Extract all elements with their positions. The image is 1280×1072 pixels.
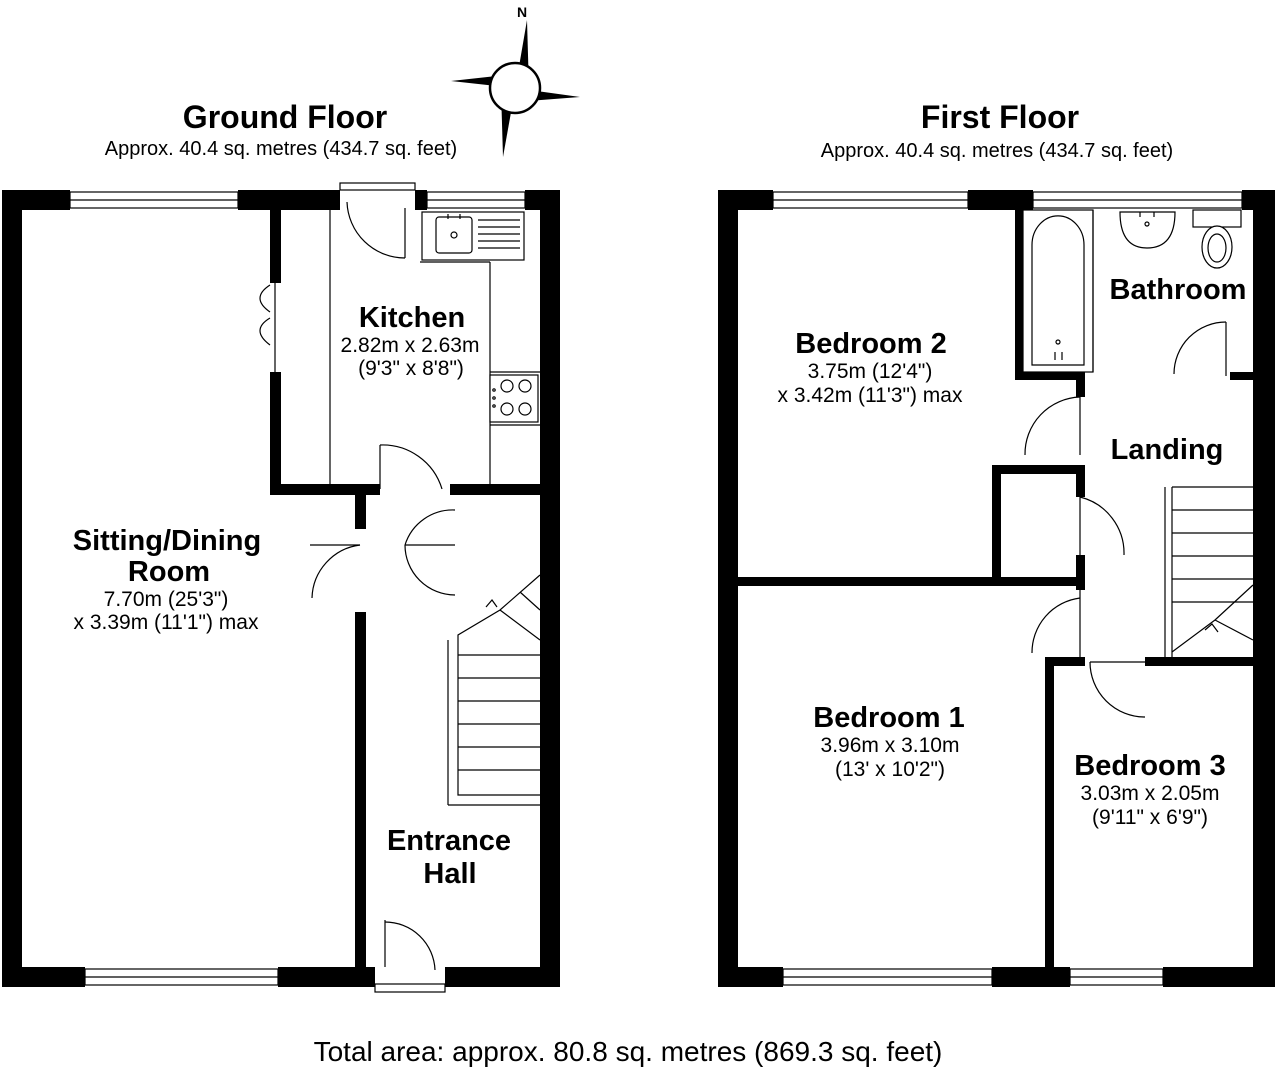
compass-north-label: N xyxy=(517,4,527,20)
kitchen-hob xyxy=(489,374,539,423)
bedroom-1-dimension-line1: 3.96m x 3.10m xyxy=(821,734,960,757)
bedroom-3-dimension-line2: (9'11" x 6'9") xyxy=(1092,806,1208,829)
sitting-room-name-line2: Room xyxy=(128,556,210,588)
kitchen-sink xyxy=(421,211,525,261)
kitchen-units xyxy=(329,210,540,484)
kitchen-dimension-line1: 2.82m x 2.63m xyxy=(341,334,480,357)
entrance-hall-name-line1: Entrance xyxy=(387,825,511,857)
bedroom-3-name: Bedroom 3 xyxy=(1074,750,1225,782)
bedroom-1-name: Bedroom 1 xyxy=(813,702,964,734)
sitting-room-door xyxy=(310,544,361,599)
airing-cupboard-door xyxy=(1079,496,1125,556)
staircase xyxy=(447,574,541,806)
compass-rose: N xyxy=(451,4,580,157)
bedroom-2-name: Bedroom 2 xyxy=(795,328,946,360)
sitting-room-dimension-line1: 7.70m (25'3") xyxy=(104,588,229,611)
bathroom-name: Bathroom xyxy=(1110,274,1247,306)
landing-name: Landing xyxy=(1111,434,1224,466)
bedroom-1-dimension-line2: (13' x 10'2") xyxy=(835,758,945,781)
kitchen-name: Kitchen xyxy=(359,302,465,334)
toilet xyxy=(1192,209,1242,269)
bedroom-2-dimension-line1: 3.75m (12'4") xyxy=(808,360,933,383)
total-area: Total area: approx. 80.8 sq. metres (869… xyxy=(314,1036,943,1067)
ground-floor-plan: Sitting/Dining Room 7.70m (25'3") x 3.39… xyxy=(2,182,560,993)
ground-floor-title: Ground Floor xyxy=(183,99,387,135)
bathroom-basin xyxy=(1092,210,1176,372)
kitchen-back-door xyxy=(339,182,416,259)
bedroom-2-door xyxy=(1024,396,1081,456)
kitchen-door xyxy=(379,444,443,490)
entrance-hall-name-line2: Hall xyxy=(423,858,476,890)
bedroom-3-dimension-line1: 3.03m x 2.05m xyxy=(1081,782,1220,805)
first-floor-title: First Floor xyxy=(921,99,1079,135)
sitting-room-dimension-line2: x 3.39m (11'1") max xyxy=(74,611,259,634)
ground-floor-area: Approx. 40.4 sq. metres (434.7 sq. feet) xyxy=(105,138,457,160)
kitchen-dimension-line2: (9'3" x 8'8") xyxy=(358,357,464,380)
landing-staircase xyxy=(1164,486,1254,657)
front-door xyxy=(374,920,446,993)
bathroom-door xyxy=(1173,321,1227,376)
internal-double-door xyxy=(259,283,276,372)
first-floor-plan: Bedroom 2 3.75m (12'4") x 3.42m (11'3") … xyxy=(718,190,1275,987)
bedroom-1-door xyxy=(1031,590,1081,657)
bedroom-3-door xyxy=(1089,661,1146,718)
cupboard-door xyxy=(404,509,456,596)
sitting-room-name-line1: Sitting/Dining xyxy=(73,525,261,557)
first-floor-area: Approx. 40.4 sq. metres (434.7 sq. feet) xyxy=(821,140,1173,162)
bathtub xyxy=(1022,209,1094,373)
bedroom-2-dimension-line2: x 3.42m (11'3") max xyxy=(778,384,963,407)
